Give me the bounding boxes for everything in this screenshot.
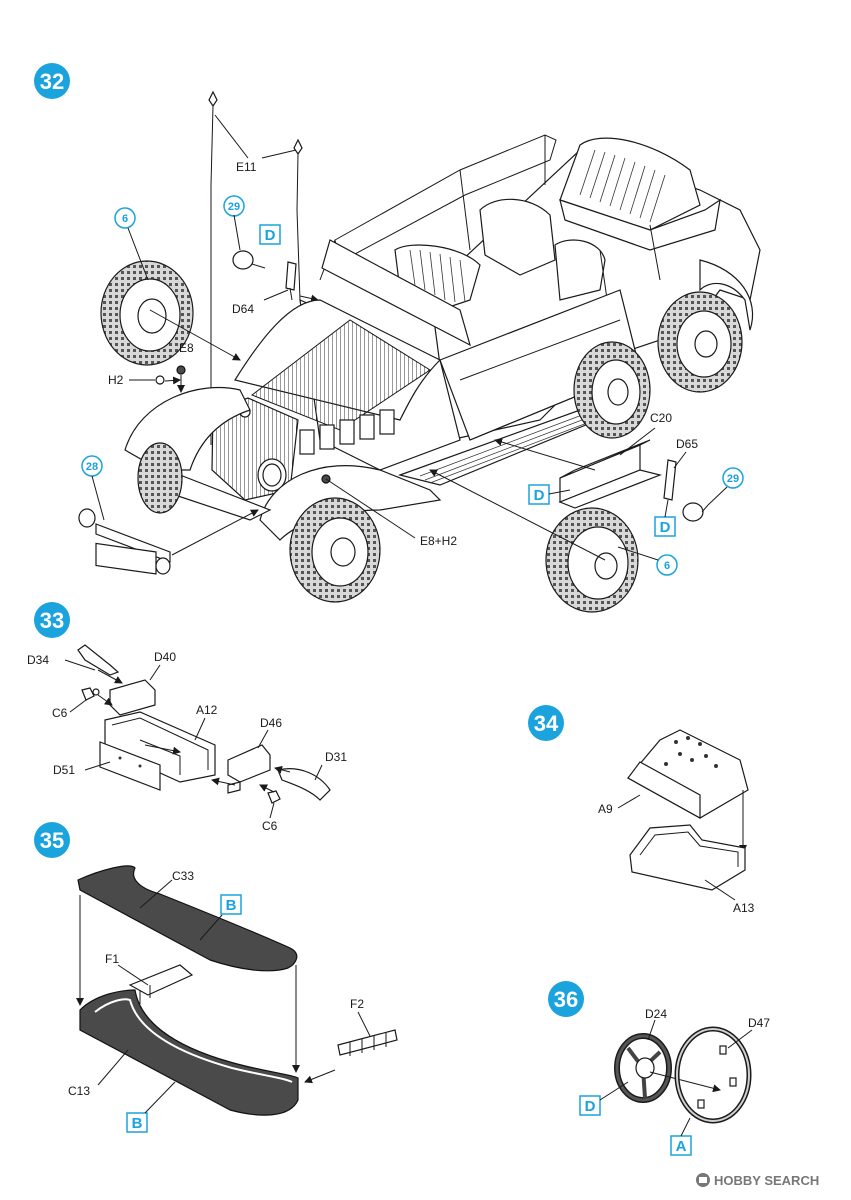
- label-a12: A12: [196, 703, 218, 717]
- hobby-search-icon: [696, 1173, 710, 1187]
- label-a9: A9: [598, 802, 613, 816]
- label-d64: D64: [232, 302, 254, 316]
- step-32-number: 32: [40, 69, 64, 94]
- step-36-badge: 36: [548, 981, 584, 1017]
- step-36: 36 D24 D47 D: [548, 981, 770, 1156]
- paint-box-b-bottom: B: [126, 1112, 148, 1133]
- horn-ring-d47: D47: [674, 1016, 770, 1124]
- step-34: 34 A9 A13: [528, 705, 755, 915]
- ref-28: 28: [81, 455, 103, 477]
- svg-text:A: A: [676, 1138, 687, 1155]
- watermark-text: HOBBY SEARCH: [714, 1173, 819, 1188]
- step-33-number: 33: [40, 608, 64, 633]
- step-35-number: 35: [40, 828, 64, 853]
- mirror-d64: D64: [232, 261, 319, 316]
- step-36-number: 36: [554, 987, 578, 1012]
- svg-text:B: B: [132, 1115, 143, 1132]
- toolbox-c20: C20: [494, 411, 672, 509]
- paint-box-d-right: D: [654, 516, 676, 537]
- step-35: 35 C33 B F1 C13 B F2: [34, 822, 398, 1133]
- step-35-badge: 35: [34, 822, 70, 858]
- paint-box-d-36: D: [579, 1095, 601, 1116]
- callout-e8-h2: E8+H2: [321, 474, 457, 548]
- label-c6-right: C6: [262, 819, 278, 833]
- svg-text:D: D: [585, 1098, 596, 1115]
- svg-text:29: 29: [228, 201, 240, 213]
- paint-box-b-top: B: [220, 894, 242, 915]
- step-34-number: 34: [534, 711, 559, 736]
- ref-6-left: 6: [114, 207, 136, 229]
- step-33-badge: 33: [34, 602, 70, 638]
- step-32: 32 E11 29 6 28 29: [34, 63, 761, 613]
- svg-text:29: 29: [727, 473, 739, 485]
- label-h2: H2: [108, 373, 124, 387]
- spotlight-right: [682, 486, 728, 522]
- label-f2: F2: [350, 997, 364, 1011]
- label-d51: D51: [53, 763, 75, 777]
- label-a13: A13: [733, 901, 755, 915]
- svg-text:6: 6: [122, 213, 128, 225]
- vehicle-wheels: [137, 291, 743, 603]
- vehicle-body: [124, 134, 761, 541]
- spare-wheel-right: [429, 469, 659, 613]
- label-e11: E11: [236, 160, 257, 174]
- paint-box-a-36: A: [670, 1135, 692, 1156]
- svg-text:D: D: [534, 487, 545, 504]
- svg-text:D: D: [660, 519, 671, 536]
- ref-29-right: 29: [722, 467, 744, 489]
- label-c33: C33: [172, 869, 194, 883]
- step-32-badge: 32: [34, 63, 70, 99]
- label-d24: D24: [645, 1007, 667, 1021]
- svg-text:28: 28: [86, 461, 98, 473]
- label-d40: D40: [154, 650, 176, 664]
- ref-6-right: 6: [656, 554, 678, 576]
- antenna-e11: E11: [208, 90, 303, 445]
- bracket-d65: D65: [663, 437, 698, 518]
- paint-box-d-top: D: [259, 224, 281, 245]
- label-c13: C13: [68, 1084, 90, 1098]
- label-d46: D46: [260, 716, 282, 730]
- license-plate-bracket: [78, 475, 259, 575]
- label-d31: D31: [325, 750, 347, 764]
- spare-wheel-left: [100, 227, 241, 366]
- label-f1: F1: [105, 952, 119, 966]
- svg-text:B: B: [226, 897, 237, 914]
- label-d47: D47: [748, 1016, 770, 1030]
- label-d34: D34: [27, 653, 49, 667]
- svg-text:D: D: [265, 227, 276, 244]
- label-e8: E8: [179, 341, 194, 355]
- spotlight-part: [232, 214, 266, 270]
- steering-wheel-d24: D24: [614, 1007, 672, 1103]
- svg-text:6: 6: [664, 560, 670, 572]
- paint-box-d-mid: D: [528, 484, 550, 505]
- watermark: HOBBY SEARCH: [696, 1173, 819, 1188]
- label-c20: C20: [650, 411, 672, 425]
- label-e8-h2: E8+H2: [420, 534, 457, 548]
- step-34-badge: 34: [528, 705, 564, 741]
- parts-e8-h2: E8 H2: [108, 341, 194, 393]
- ref-29-top: 29: [223, 195, 245, 217]
- step-33: 33 D34 D40 C6 A12 D46 D51 D31 C6: [27, 602, 347, 833]
- label-d65: D65: [676, 437, 698, 451]
- hood-louvers: [299, 409, 395, 455]
- label-c6-left: C6: [52, 706, 68, 720]
